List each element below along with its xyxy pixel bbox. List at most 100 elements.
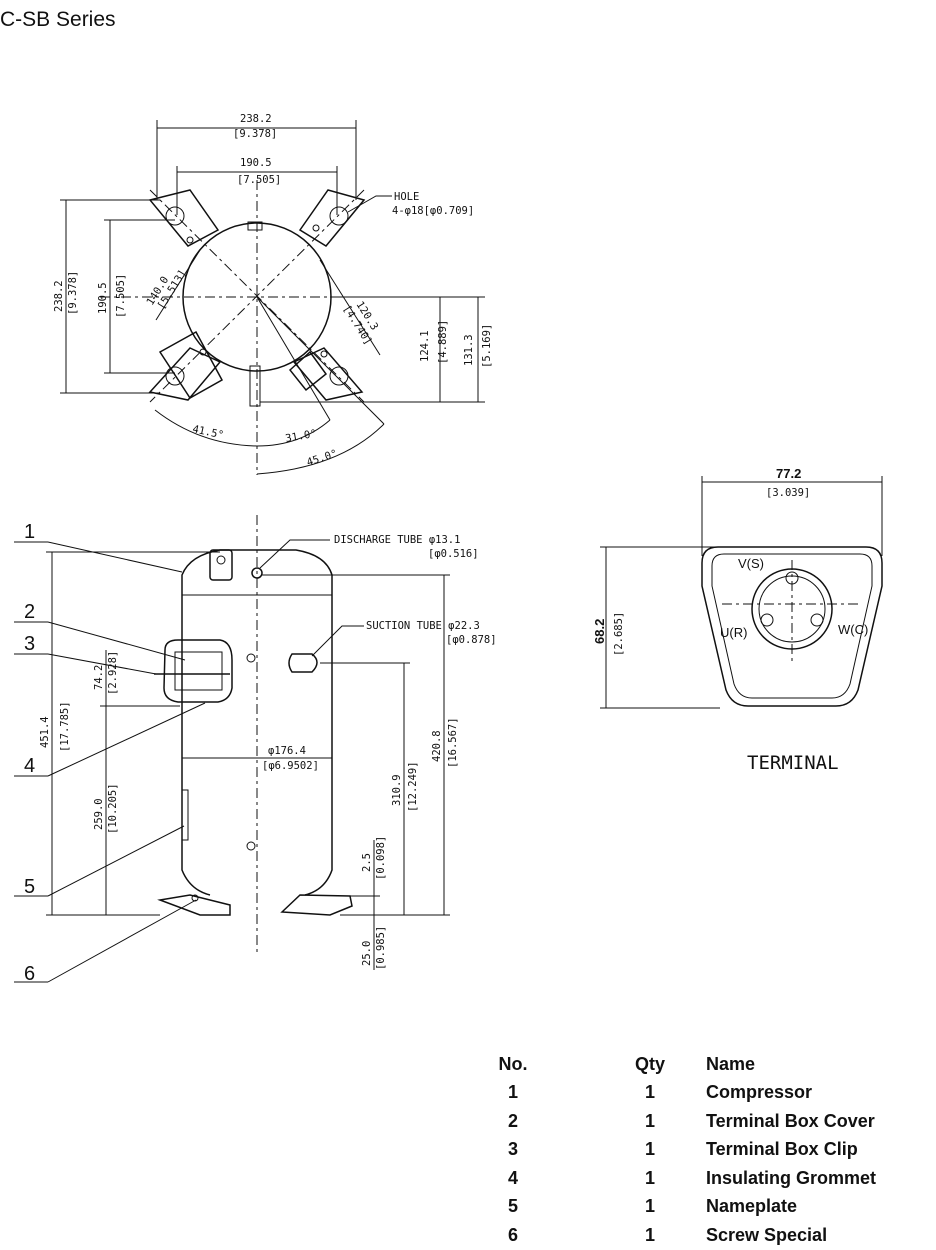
dim-inner-height-in: [7.505] bbox=[115, 274, 127, 318]
dim-diameter: φ176.4 bbox=[268, 745, 306, 757]
row-no: 5 bbox=[507, 1196, 518, 1217]
suction-label: SUCTION TUBE φ22.3 bbox=[366, 620, 480, 632]
top-view: 238.2 [9.378] 190.5 [7.505] HOLE 4-φ18[φ… bbox=[53, 113, 493, 475]
row-no: 3 bbox=[507, 1139, 518, 1160]
nameplate bbox=[181, 789, 189, 841]
hole-icon bbox=[165, 206, 185, 226]
dim-tb: 74.2 bbox=[93, 665, 105, 690]
dim-outer-width-in: [9.378] bbox=[233, 128, 277, 140]
dim-outer-width: 238.2 bbox=[240, 113, 272, 125]
parts-header-row: No. Qty Name bbox=[458, 1050, 936, 1079]
dim-right-2: 131.3 bbox=[463, 334, 475, 366]
dim-outer-height-in: [9.378] bbox=[67, 271, 79, 315]
suction-tube-icon bbox=[288, 653, 318, 673]
table-row: 2 1 Terminal Box Cover bbox=[458, 1107, 936, 1136]
table-row: 3 1 Terminal Box Clip bbox=[458, 1136, 936, 1165]
dim-tb-low-in: [10.205] bbox=[107, 783, 119, 834]
shell-body bbox=[181, 595, 333, 896]
discharge-top bbox=[249, 365, 261, 407]
dim-right-1: 124.1 bbox=[419, 330, 431, 362]
dim-discharge-h: 420.8 bbox=[431, 730, 443, 762]
pin-u-label: U(R) bbox=[720, 625, 747, 640]
callout-3: 3 bbox=[24, 633, 35, 655]
terminal-width-in: [3.039] bbox=[766, 487, 810, 499]
dim-outer-height: 238.2 bbox=[53, 280, 65, 312]
terminal-height: 68.2 bbox=[592, 619, 607, 644]
header-qty: Qty bbox=[634, 1053, 665, 1074]
table-row: 4 1 Insulating Grommet bbox=[458, 1164, 936, 1193]
pin-w-icon bbox=[810, 613, 824, 627]
dim-suction-h: 310.9 bbox=[391, 774, 403, 806]
row-no: 2 bbox=[507, 1110, 518, 1131]
hole-icon bbox=[329, 206, 349, 226]
row-name: Terminal Box Clip bbox=[706, 1139, 858, 1160]
angle-3: 45.0° bbox=[305, 448, 339, 469]
callout-4: 4 bbox=[24, 755, 35, 777]
angle-1: 41.5° bbox=[191, 423, 224, 441]
dim-bottom: 25.0 bbox=[361, 941, 373, 966]
pin-u-icon bbox=[760, 613, 774, 627]
header-name: Name bbox=[706, 1053, 756, 1074]
parts-table: No. Qty Name 1 1 Compressor 2 1 Terminal… bbox=[458, 1050, 936, 1250]
dim-inner-width: 190.5 bbox=[240, 157, 272, 169]
terminal-width: 77.2 bbox=[776, 466, 801, 481]
row-name: Nameplate bbox=[706, 1196, 798, 1217]
page-title: C-SB Series bbox=[0, 8, 116, 31]
terminal-box-top bbox=[158, 330, 224, 399]
callout-6: 6 bbox=[24, 963, 35, 985]
dim-bottom-in: [0.985] bbox=[375, 926, 387, 970]
row-qty: 1 bbox=[644, 1167, 655, 1188]
hole-spec: 4-φ18[φ0.709] bbox=[392, 205, 474, 217]
pin-w-label: W(C) bbox=[838, 622, 868, 637]
suction-in: [φ0.878] bbox=[446, 634, 497, 646]
row-name: Screw Special bbox=[706, 1224, 828, 1245]
dim-right-1-in: [4.889] bbox=[437, 320, 449, 364]
terminal-plate-outer bbox=[701, 546, 883, 707]
hole-label: HOLE bbox=[394, 191, 419, 203]
shell-dome bbox=[181, 549, 333, 595]
dim-height-total-in: [17.785] bbox=[59, 701, 71, 752]
table-row: 1 1 Compressor bbox=[458, 1079, 936, 1108]
dim-diameter-in: [φ6.9502] bbox=[262, 760, 319, 772]
dim-inner-width-in: [7.505] bbox=[237, 174, 281, 186]
row-name: Compressor bbox=[706, 1082, 813, 1103]
discharge-label: DISCHARGE TUBE φ13.1 bbox=[334, 534, 460, 546]
row-qty: 1 bbox=[644, 1196, 655, 1217]
table-row: 5 1 Nameplate bbox=[458, 1193, 936, 1222]
header-no: No. bbox=[498, 1053, 528, 1074]
hole-icon bbox=[329, 366, 349, 386]
callout-5: 5 bbox=[24, 876, 35, 898]
terminal-height-in: [2.685] bbox=[613, 612, 625, 656]
dim-inner-height: 190.5 bbox=[97, 282, 109, 314]
hole-icon bbox=[165, 366, 185, 386]
row-no: 1 bbox=[507, 1082, 518, 1103]
technical-drawing: 238.2 [9.378] 190.5 [7.505] HOLE 4-φ18[φ… bbox=[14, 113, 883, 985]
row-no: 6 bbox=[507, 1224, 518, 1245]
row-name: Terminal Box Cover bbox=[706, 1110, 875, 1131]
dim-foot-in: [0.098] bbox=[375, 836, 387, 880]
callouts: 1 2 3 4 5 6 bbox=[14, 521, 206, 985]
dim-discharge-h-in: [16.567] bbox=[447, 717, 459, 768]
dim-foot: 2.5 bbox=[361, 853, 373, 872]
angle-2: 31.0° bbox=[284, 428, 317, 445]
terminal-box-cover bbox=[163, 639, 233, 703]
dim-suction-h-in: [12.249] bbox=[407, 761, 419, 812]
callout-1: 1 bbox=[24, 521, 35, 543]
side-view: 1 2 3 4 5 6 DISCHARGE TUBE φ13.1 [φ0.516… bbox=[14, 515, 497, 985]
row-qty: 1 bbox=[644, 1110, 655, 1131]
dim-height-total: 451.4 bbox=[39, 716, 51, 748]
row-name: Insulating Grommet bbox=[706, 1167, 877, 1188]
dim-tb-in: [2.928] bbox=[107, 651, 119, 695]
foot-right bbox=[280, 894, 353, 916]
discharge-in: [φ0.516] bbox=[428, 548, 479, 560]
row-qty: 1 bbox=[644, 1082, 655, 1103]
dim-right-2-in: [5.169] bbox=[481, 324, 493, 368]
terminal-view: 77.2 [3.039] 68.2 [2.685] V(S) U(R) W(C)… bbox=[592, 466, 883, 774]
terminal-title: TERMINAL bbox=[747, 752, 839, 774]
table-row: 6 1 Screw Special bbox=[458, 1221, 936, 1250]
discharge-tube-icon bbox=[251, 567, 263, 579]
foot-left bbox=[157, 894, 231, 916]
row-qty: 1 bbox=[644, 1139, 655, 1160]
dim-tb-low: 259.0 bbox=[93, 798, 105, 830]
pin-v-label: V(S) bbox=[738, 556, 764, 571]
